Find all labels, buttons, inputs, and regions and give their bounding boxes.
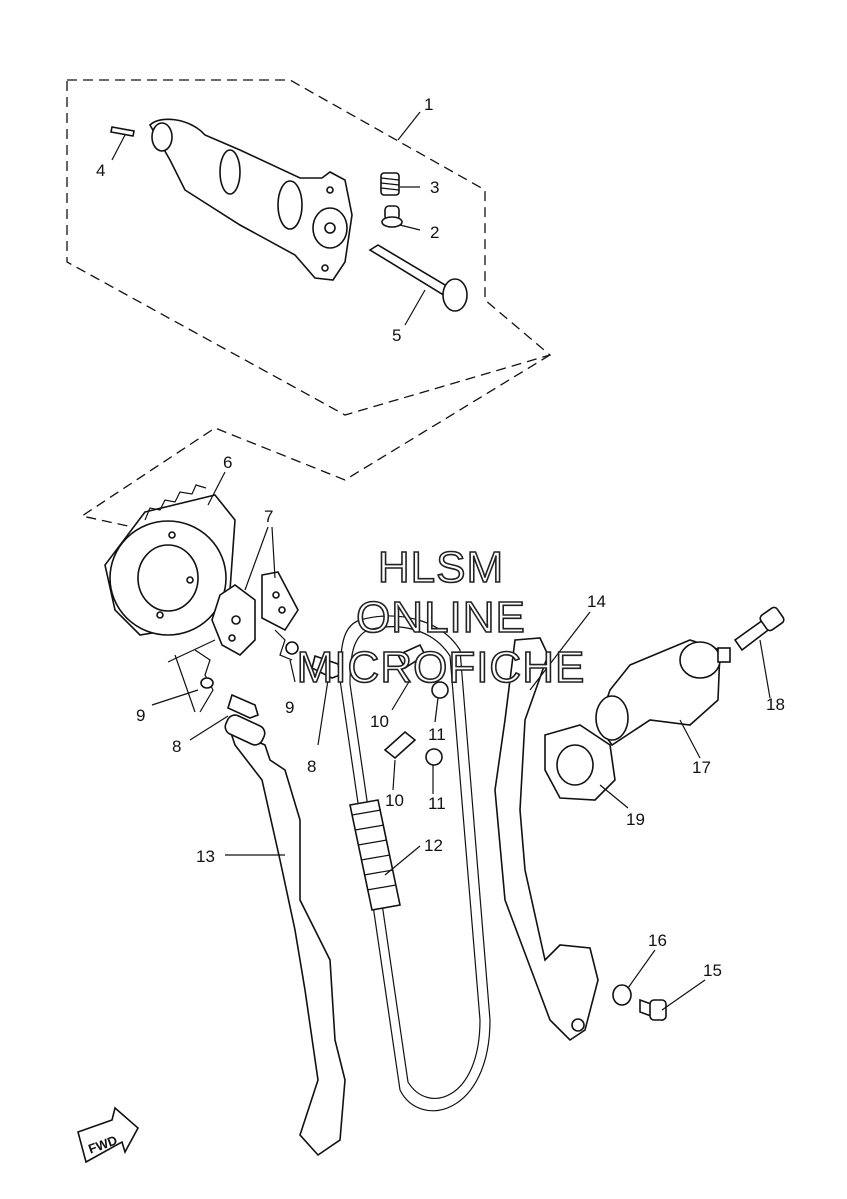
callout-18: 18 (766, 695, 785, 714)
callout-2: 2 (430, 223, 439, 242)
cam-chain[interactable] (339, 615, 491, 1112)
camshaft[interactable] (149, 118, 353, 281)
spring-bracket (167, 639, 216, 713)
watermark-line3: MICROFICHE (297, 643, 586, 692)
assembly-group-outline (66, 79, 552, 416)
callout-8b: 8 (307, 757, 316, 776)
callout-1: 1 (424, 95, 433, 114)
torsion-spring[interactable] (274, 629, 293, 661)
chain-guide-stopper[interactable] (396, 643, 427, 670)
pin[interactable] (311, 654, 341, 679)
callout-13: 13 (196, 847, 215, 866)
bolt[interactable] (431, 681, 449, 699)
dowel-pin[interactable] (110, 126, 135, 137)
callout-17: 17 (692, 758, 711, 777)
callout-16: 16 (648, 931, 667, 950)
group-connector-line (80, 354, 551, 546)
callout-labels: 1 2 3 4 5 6 7 8 8 9 9 10 10 11 11 12 13 … (96, 95, 785, 980)
callout-10a: 10 (370, 712, 389, 731)
chain-guide-stopper[interactable] (383, 730, 417, 760)
torsion-spring-coil (200, 677, 214, 689)
washer[interactable] (612, 984, 632, 1006)
chain-guide-pin (224, 714, 266, 746)
cam-chain-inner (349, 626, 481, 1099)
tensioner-bolt[interactable] (733, 606, 785, 652)
callout-11b: 11 (428, 794, 446, 813)
callout-4: 4 (96, 161, 105, 180)
leader-lines (111, 111, 771, 1011)
callout-5: 5 (392, 326, 401, 345)
callout-9b: 9 (285, 698, 294, 717)
fwd-arrow-icon: FWD (77, 1106, 140, 1164)
tensioner-gasket[interactable] (544, 724, 616, 801)
pivot-hole (571, 1018, 585, 1032)
guide-bolt[interactable] (639, 998, 667, 1022)
callout-9a: 9 (136, 706, 145, 725)
callout-14: 14 (587, 592, 606, 611)
callout-12: 12 (424, 836, 443, 855)
callout-15: 15 (703, 961, 722, 980)
watermark-line2: ONLINE (356, 593, 526, 642)
decompressor-plate[interactable] (211, 571, 299, 656)
decompression-shaft[interactable] (368, 244, 468, 312)
torsion-spring-coil (285, 641, 299, 655)
chain-tensioner[interactable] (595, 639, 731, 747)
plunger[interactable] (381, 205, 403, 228)
bolt[interactable] (425, 748, 443, 766)
callout-6: 6 (223, 453, 232, 472)
cam-sprocket[interactable] (104, 484, 236, 636)
callout-3: 3 (430, 178, 439, 197)
chain-guide-exhaust[interactable] (228, 728, 346, 1157)
watermark: HLSM ONLINE MICROFICHE (296, 542, 586, 693)
pin[interactable] (227, 693, 259, 719)
torsion-spring[interactable] (194, 649, 214, 713)
watermark-line1: HLSM (378, 543, 504, 592)
spring[interactable] (380, 172, 400, 196)
chain-links[interactable] (349, 799, 401, 911)
callout-10b: 10 (385, 791, 404, 810)
callout-11a: 11 (428, 725, 446, 744)
chain-tensioner-guide[interactable] (494, 637, 599, 1042)
callout-8a: 8 (172, 737, 181, 756)
callout-7: 7 (264, 507, 273, 526)
callout-19: 19 (626, 810, 645, 829)
